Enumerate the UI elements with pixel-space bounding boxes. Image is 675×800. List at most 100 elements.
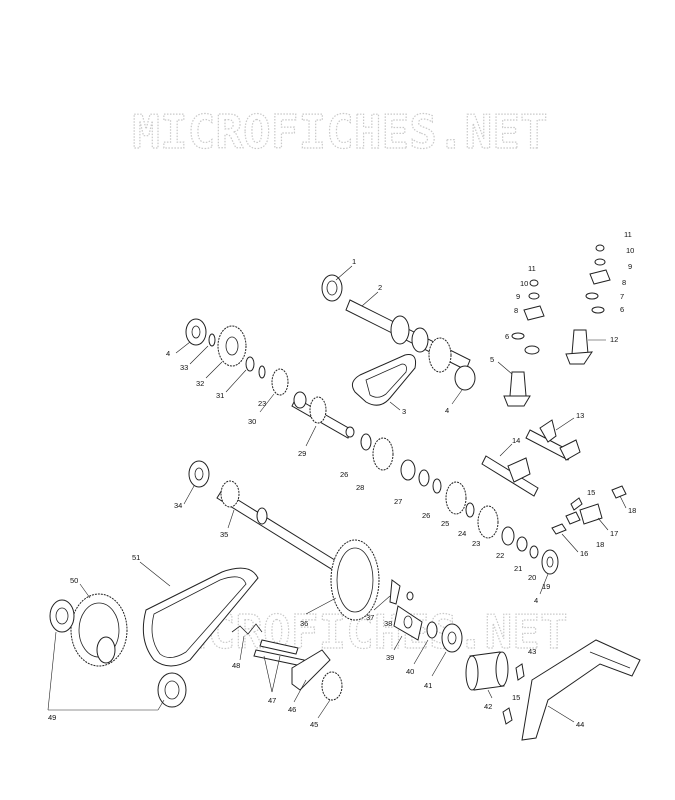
callout-21: 21 [514,564,522,573]
callout-36: 36 [300,619,308,628]
gear-36 [330,539,380,621]
gear-24 [445,481,467,515]
callout-43: 43 [528,647,536,656]
bolt-43 [515,663,525,681]
callout-22: 22 [496,551,504,560]
callout-15-upper: 15 [587,488,595,497]
washer-31 [245,356,255,372]
lever-46 [291,649,331,691]
ring-23-upper [258,365,266,379]
callout-35: 35 [220,530,228,539]
callout-48: 48 [232,661,240,670]
callout-33: 33 [180,363,188,372]
callout-34: 34 [174,501,182,510]
callout-9-left: 9 [516,292,520,301]
callout-6-left: 6 [505,332,509,341]
gasket-39 [393,605,423,641]
callout-2: 2 [378,283,382,292]
washer-38 [406,591,414,601]
callout-41: 41 [424,681,432,690]
callout-10-right: 10 [626,246,634,255]
pin-16 [551,523,567,535]
callout-47: 47 [268,696,276,705]
screw-15-upper [570,497,583,511]
gear-28 [372,437,394,471]
callout-11-right: 11 [624,230,632,239]
shaft-2 [345,299,476,391]
callout-40: 40 [406,667,414,676]
callout-45: 45 [310,720,318,729]
bracket-17 [579,503,603,525]
callout-19: 19 [542,582,550,591]
ring-23-lower [465,502,475,518]
callout-5: 5 [490,355,494,364]
callout-46: 46 [288,705,296,714]
callout-10-left: 10 [520,279,528,288]
callout-7: 7 [620,292,624,301]
callout-38: 38 [384,619,392,628]
callout-1: 1 [352,257,356,266]
callout-4-left: 4 [166,349,170,358]
ring-26-upper [360,433,372,451]
gear-30 [271,368,289,396]
callout-49: 49 [48,713,56,722]
washer-33 [208,333,216,347]
callout-4-right: 4 [534,596,538,605]
callout-6-right: 6 [620,305,624,314]
callout-29: 29 [298,449,306,458]
callout-24: 24 [458,529,466,538]
bolt-37 [389,579,401,605]
callout-12: 12 [610,335,618,344]
callout-44: 44 [576,720,584,729]
callout-14: 14 [512,436,520,445]
callout-37: 37 [366,613,374,622]
callout-11-left: 11 [528,264,536,273]
callout-18-left: 18 [596,540,604,549]
callout-30: 30 [248,417,256,426]
shift-fork-13 [525,419,581,461]
bearing-34 [188,460,210,488]
bearing-4-left [185,318,207,346]
bushing-21 [501,526,515,546]
block-18-right [611,485,627,499]
callout-39: 39 [386,653,394,662]
callout-28: 28 [356,483,364,492]
bearing-1 [321,274,343,302]
bearing-49-left [49,599,75,633]
callout-50: 50 [70,576,78,585]
shift-shaft-12 [565,329,593,365]
callout-51: 51 [132,553,140,562]
callout-32: 32 [196,379,204,388]
shift-fork-14 [481,455,539,497]
ring-25 [432,478,442,494]
callout-27: 27 [394,497,402,506]
screw-15-lower [502,707,513,725]
bearing-41 [441,623,463,653]
spring-48 [231,623,263,635]
bearing-4-right [541,549,559,575]
callout-13: 13 [576,411,584,420]
drive-chain-51 [142,567,259,667]
callout-23-upper: 23 [258,399,266,408]
callout-26-lower: 26 [422,511,430,520]
hub-42 [465,651,509,691]
ring-19 [529,545,539,559]
shift-shaft-5 [503,371,531,407]
ring-26-lower [418,469,430,487]
shaft-29 [291,391,355,439]
callout-17: 17 [610,529,618,538]
watermark-top: MICROFICHES.NET [132,105,547,159]
bearing-49-right [157,672,187,708]
callout-4-mid: 4 [445,406,449,415]
callout-8-left: 8 [514,306,518,315]
callout-18-right: 18 [628,506,636,515]
seal-40 [426,621,438,639]
shaft-35 [216,480,339,571]
callout-3: 3 [402,407,406,416]
callout-25: 25 [441,519,449,528]
gear-22 [477,505,499,539]
drive-chain-3 [351,354,416,406]
sprocket-32 [217,325,247,367]
callout-20: 20 [528,573,536,582]
